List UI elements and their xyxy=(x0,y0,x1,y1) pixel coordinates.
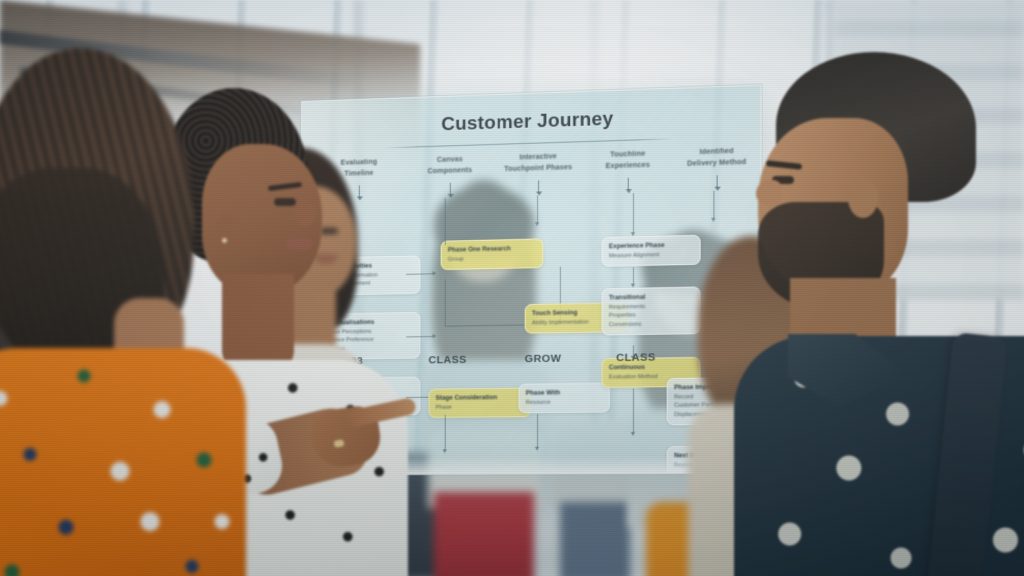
person-man-right xyxy=(742,52,1024,576)
down-arrow-icon xyxy=(717,175,718,187)
lane-label: GROW xyxy=(525,353,562,366)
column-canvas-components[interactable]: Canvas Components xyxy=(406,154,494,178)
column-header: Interactive Touchpoint Phases xyxy=(494,151,583,175)
lane-label: CLASS xyxy=(616,351,656,364)
down-arrow-icon xyxy=(538,180,539,192)
connector-line xyxy=(633,193,634,232)
connector-line xyxy=(633,389,634,432)
column-header: Canvas Components xyxy=(406,154,494,178)
down-arrow-icon xyxy=(628,178,629,190)
connector-line xyxy=(445,198,446,245)
card-stage-consideration[interactable]: Stage Consideration Phase xyxy=(428,388,530,419)
connector-line xyxy=(537,414,538,447)
connector-line xyxy=(445,415,446,449)
person-woman-orange-polka xyxy=(0,48,232,576)
card-experience-phase[interactable]: Experience Phase Measure Alignment xyxy=(602,235,701,267)
card-phase-one-research[interactable]: Phase One Research Group xyxy=(441,238,544,270)
connector-line xyxy=(633,267,634,283)
column-interactive-touchpoints[interactable]: Interactive Touchpoint Phases xyxy=(494,151,583,175)
card-phase-with[interactable]: Phase With Resource xyxy=(518,383,609,414)
column-touchline-experiences[interactable]: Touchline Experiences xyxy=(583,149,673,173)
lane-label: CLASS xyxy=(428,354,466,367)
connector-line xyxy=(445,279,446,326)
title-divider xyxy=(384,138,673,148)
connector-line xyxy=(537,196,538,223)
card-transitional[interactable]: Transitional Requirements Properties Con… xyxy=(602,286,701,335)
column-header: Touchline Experiences xyxy=(583,149,673,173)
down-arrow-icon xyxy=(450,183,451,195)
connector-line xyxy=(713,191,714,218)
